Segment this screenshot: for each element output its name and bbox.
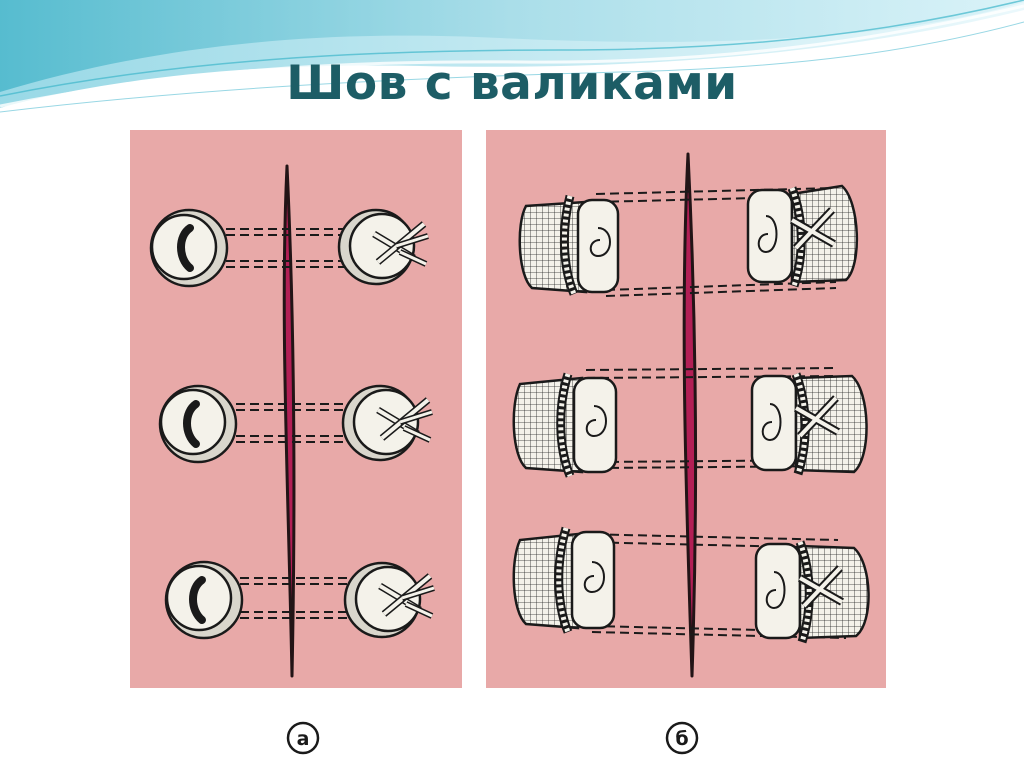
gauze-roll-icon — [514, 528, 614, 632]
panel-a — [130, 130, 462, 688]
panel-a-label-text: а — [297, 728, 310, 750]
panel-a-label: а — [288, 723, 318, 753]
gauze-roll-icon — [514, 374, 616, 476]
suture-illustration: а б — [116, 116, 908, 767]
panel-b — [486, 130, 886, 688]
button-icon — [160, 386, 236, 462]
button-icon — [166, 562, 242, 638]
slide-title: Шов с валиками — [0, 56, 1024, 111]
button-icon — [151, 210, 227, 286]
figure-frame: а б — [116, 116, 908, 767]
gauze-roll-icon — [520, 196, 618, 294]
panel-b-label-text: б — [675, 728, 688, 750]
panel-b-label: б — [667, 723, 697, 753]
